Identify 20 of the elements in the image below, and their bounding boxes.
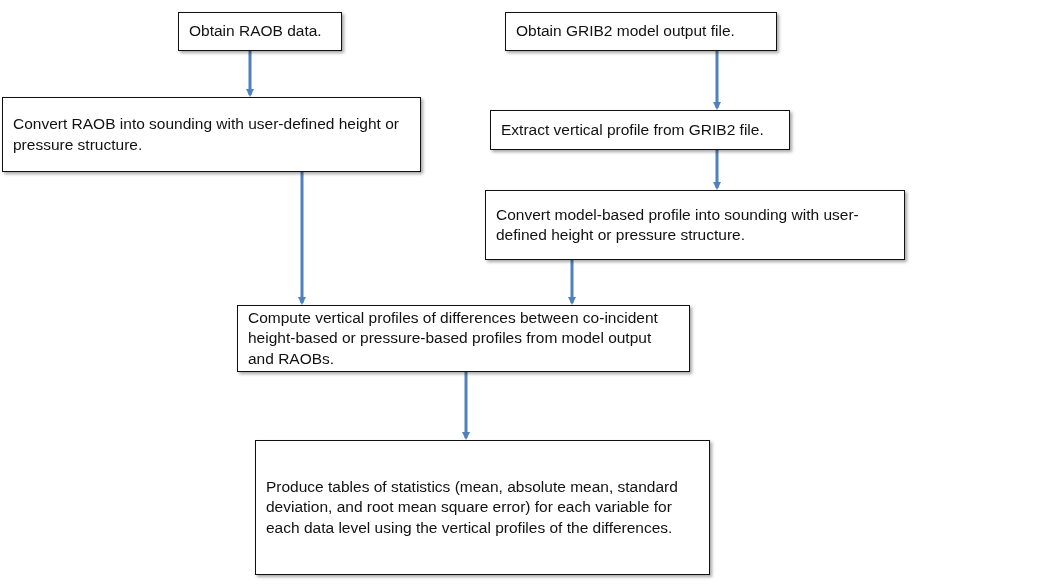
process-box bbox=[178, 12, 342, 51]
arrow bbox=[298, 172, 306, 305]
arrow bbox=[713, 150, 721, 190]
step-text: Extract vertical profile from GRIB2 file. bbox=[501, 119, 764, 140]
arrow bbox=[568, 260, 576, 305]
process-box bbox=[490, 110, 790, 150]
step-text: Convert RAOB into sounding with user-defined height or pressure structure. bbox=[13, 114, 400, 155]
step-text: Produce tables of statistics (mean, absolute mean, standard deviation, and root mean square error) for each variable for each data level using the vertical profiles of the differences. bbox=[266, 477, 679, 538]
step-text: Compute vertical profiles of differences between co-incident height-based or pressure-based profiles from model output and RAOBs. bbox=[248, 308, 659, 369]
process-box bbox=[505, 12, 777, 51]
step-text: Obtain GRIB2 model output file. bbox=[516, 21, 735, 42]
process-box bbox=[237, 305, 690, 372]
arrow bbox=[462, 372, 470, 440]
step-text: Obtain RAOB data. bbox=[189, 21, 322, 42]
arrow bbox=[713, 51, 721, 110]
step-text: Convert model-based profile into sounding with user-defined height or pressure structure. bbox=[496, 204, 860, 245]
process-box bbox=[255, 440, 710, 575]
process-box bbox=[485, 190, 905, 260]
arrow bbox=[246, 51, 254, 97]
process-box bbox=[2, 97, 421, 172]
